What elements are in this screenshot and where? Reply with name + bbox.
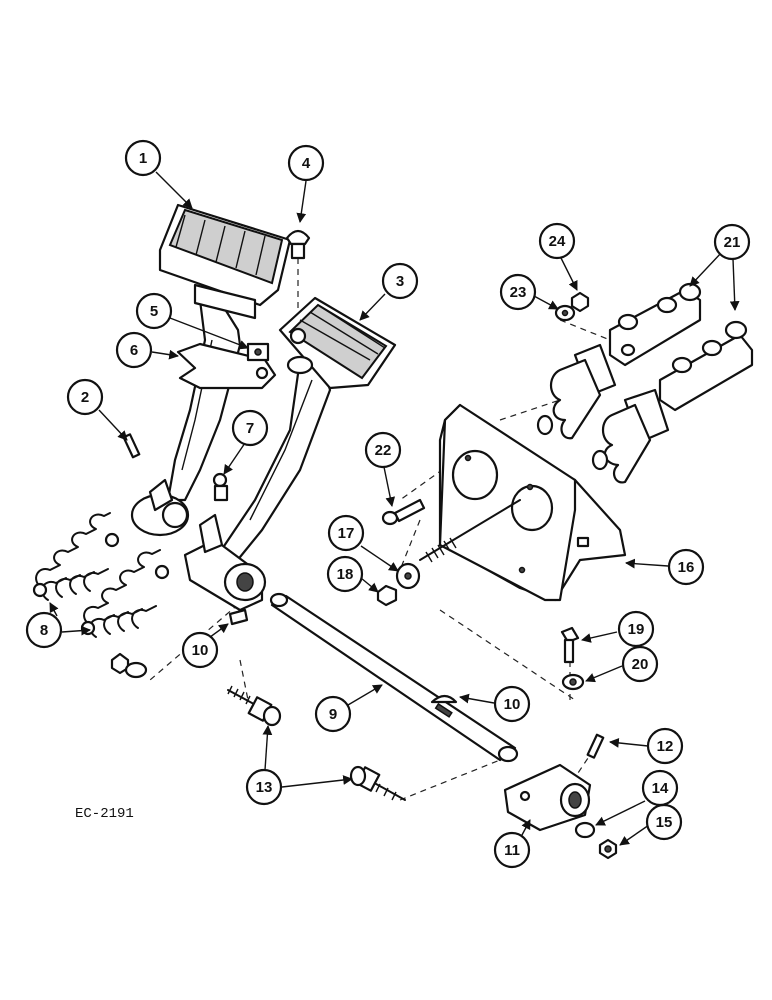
drawing-code: EC-2191 bbox=[75, 806, 134, 822]
callout-2: 2 bbox=[66, 378, 104, 416]
key-10-right bbox=[430, 694, 458, 704]
callout-10-upper: 10 bbox=[181, 631, 219, 669]
stud-13-lower bbox=[349, 765, 406, 801]
callout-9-label: 9 bbox=[329, 706, 337, 723]
stud-13-upper bbox=[227, 685, 282, 727]
callout-18-label: 18 bbox=[337, 566, 354, 583]
callout-4: 4 bbox=[287, 144, 325, 182]
callout-18: 18 bbox=[326, 555, 364, 593]
callout-6-label: 6 bbox=[130, 342, 138, 359]
cross-shaft-9 bbox=[269, 592, 519, 763]
pedal-3 bbox=[216, 296, 397, 564]
callout-19: 19 bbox=[617, 610, 655, 648]
callout-17-label: 17 bbox=[338, 525, 355, 542]
callout-3: 3 bbox=[381, 262, 419, 300]
washer-17 bbox=[395, 562, 421, 590]
callout-11: 11 bbox=[493, 831, 531, 869]
callout-8-label: 8 bbox=[40, 622, 48, 639]
callout-21-label: 21 bbox=[724, 234, 741, 251]
grease-fitting-7 bbox=[212, 472, 229, 502]
callout-5: 5 bbox=[135, 292, 173, 330]
callout-22-label: 22 bbox=[375, 442, 392, 459]
pin-4 bbox=[285, 229, 311, 260]
callout-20-label: 20 bbox=[632, 656, 649, 673]
roll-pin-2 bbox=[122, 433, 141, 459]
pedal-hub bbox=[183, 513, 267, 612]
callout-16: 16 bbox=[667, 548, 705, 586]
callout-21: 21 bbox=[713, 223, 751, 261]
callout-19-label: 19 bbox=[628, 621, 645, 638]
callout-11-label: 11 bbox=[504, 842, 520, 859]
pin-12 bbox=[586, 733, 605, 759]
callout-1: 1 bbox=[124, 139, 162, 177]
callout-3-label: 3 bbox=[396, 273, 404, 290]
washer-14 bbox=[574, 821, 596, 839]
callout-15: 15 bbox=[645, 803, 683, 841]
callout-13: 13 bbox=[245, 768, 283, 806]
pedal-1 bbox=[130, 203, 292, 537]
callout-16-label: 16 bbox=[678, 559, 695, 576]
bolt-19 bbox=[560, 626, 580, 664]
washer-20 bbox=[561, 673, 585, 691]
nut-washer-pair bbox=[110, 652, 148, 679]
callout-7-label: 7 bbox=[246, 420, 254, 437]
washer-23 bbox=[554, 304, 576, 322]
callout-13-label: 13 bbox=[256, 779, 273, 796]
callout-4-label: 4 bbox=[302, 155, 311, 172]
bolt-22 bbox=[381, 498, 426, 526]
spring-8-upper bbox=[32, 512, 120, 601]
leader-lines bbox=[49, 171, 740, 846]
nut-18 bbox=[376, 584, 398, 607]
plate-5 bbox=[246, 342, 270, 362]
callout-24: 24 bbox=[538, 222, 576, 260]
callout-22: 22 bbox=[364, 431, 402, 469]
callout-10-upper-label: 10 bbox=[192, 642, 209, 659]
nut-24 bbox=[570, 291, 590, 313]
spring-8-lower bbox=[80, 549, 170, 638]
callout-23: 23 bbox=[499, 273, 537, 311]
callout-12-label: 12 bbox=[657, 738, 674, 755]
callout-14-label: 14 bbox=[652, 780, 669, 797]
clevis-11 bbox=[503, 763, 592, 832]
nut-15 bbox=[598, 838, 618, 860]
callout-9: 9 bbox=[314, 695, 352, 733]
callout-7: 7 bbox=[231, 409, 269, 447]
callout-17: 17 bbox=[327, 514, 365, 552]
callout-8: 8 bbox=[25, 611, 63, 649]
callout-24-label: 24 bbox=[549, 233, 566, 250]
master-cylinder-21-upper bbox=[536, 282, 702, 440]
callout-2-label: 2 bbox=[81, 389, 89, 406]
callout-15-label: 15 bbox=[656, 814, 673, 831]
callout-1-label: 1 bbox=[139, 150, 147, 167]
latch-plate-6 bbox=[176, 342, 277, 390]
master-cylinder-21-lower bbox=[591, 320, 754, 484]
callout-14: 14 bbox=[641, 769, 679, 807]
callout-20: 20 bbox=[621, 645, 659, 683]
callout-23-label: 23 bbox=[510, 284, 527, 301]
callout-5-label: 5 bbox=[150, 303, 158, 320]
key-10-upper bbox=[228, 608, 249, 626]
callout-10-right-label: 10 bbox=[504, 696, 521, 713]
callout-12: 12 bbox=[646, 727, 684, 765]
callout-6: 6 bbox=[115, 331, 153, 369]
callout-10-right: 10 bbox=[493, 685, 531, 723]
mounting-bracket-16 bbox=[419, 403, 627, 602]
